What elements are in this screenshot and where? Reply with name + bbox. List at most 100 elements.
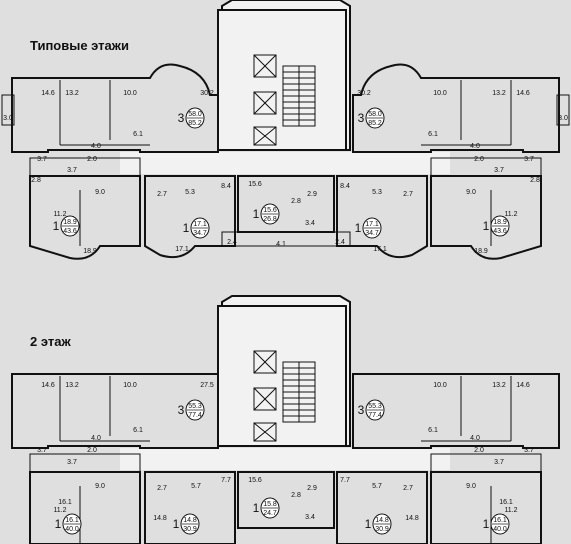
room-area: 2.8 (530, 177, 540, 184)
living-area: 18.9 (493, 219, 507, 226)
living-area: 55.3 (368, 403, 382, 410)
room-area: 3.7 (37, 447, 47, 454)
room-area: 11.2 (53, 211, 66, 218)
room-area: 2.4 (227, 239, 237, 246)
room-area: 3.0 (3, 115, 13, 122)
room-count: 1 (483, 517, 490, 531)
room-area: 3.7 (524, 447, 534, 454)
room-area: 2.7 (403, 485, 413, 492)
room-area: 2.9 (307, 191, 317, 198)
room-area: 18.9 (83, 248, 97, 255)
room-area: 2.9 (307, 485, 317, 492)
room-area: 10.0 (433, 382, 447, 389)
living-area: 15.6 (263, 207, 277, 214)
second-floor-plan (11, 295, 560, 544)
room-area: 9.0 (466, 483, 476, 490)
room-area: 18.9 (474, 248, 488, 255)
total-area: 77.4 (188, 412, 202, 419)
typical-floors-title: Типовые этажи (30, 38, 129, 53)
room-count: 1 (253, 207, 260, 221)
room-count: 1 (173, 517, 180, 531)
room-area: 4.0 (470, 143, 480, 150)
second-floor-title: 2 этаж (30, 334, 71, 349)
room-area: 10.0 (123, 90, 137, 97)
room-area: 30.2 (357, 90, 371, 97)
room-count: 3 (358, 403, 365, 417)
room-area: 2.8 (31, 177, 41, 184)
room-area: 9.0 (95, 483, 105, 490)
room-area: 5.7 (372, 483, 382, 490)
room-area: 17.1 (175, 246, 189, 253)
living-area: 15.8 (263, 501, 277, 508)
total-area: 77.4 (368, 412, 382, 419)
total-area: 26.8 (263, 216, 277, 223)
living-area: 16.1 (493, 517, 507, 524)
living-area: 58.0 (368, 111, 382, 118)
total-area: 30.9 (183, 526, 197, 533)
total-area: 85.2 (188, 120, 202, 127)
room-area: 6.1 (428, 131, 438, 138)
total-area: 85.2 (368, 120, 382, 127)
room-area: 14.8 (405, 515, 419, 522)
room-count: 1 (483, 219, 490, 233)
room-area: 3.7 (524, 156, 534, 163)
living-area: 18.9 (63, 219, 77, 226)
room-area: 8.4 (221, 183, 231, 190)
room-area: 11.2 (504, 507, 517, 514)
room-area: 6.1 (133, 131, 143, 138)
total-area: 34.7 (365, 230, 379, 237)
room-area: 14.6 (41, 382, 55, 389)
room-count: 3 (178, 403, 185, 417)
typical-floor-plan (1, 0, 570, 260)
room-area: 2.0 (474, 447, 484, 454)
total-area: 30.9 (375, 526, 389, 533)
room-area: 15.6 (248, 477, 262, 484)
room-area: 16.1 (499, 499, 513, 506)
total-area: 24.7 (263, 510, 277, 517)
room-area: 2.8 (291, 198, 301, 205)
total-area: 34.7 (193, 230, 207, 237)
room-area: 3.0 (558, 115, 568, 122)
room-count: 1 (183, 221, 190, 235)
room-area: 9.0 (95, 189, 105, 196)
living-area: 55.3 (188, 403, 202, 410)
room-area: 13.2 (492, 382, 506, 389)
room-area: 13.2 (65, 90, 79, 97)
room-labels: 14.6 13.2 10.0 30.2 3.0 6.1 4.0 3.7 3.7 2.0 2.8 9.0… (3, 90, 568, 535)
room-area: 5.7 (191, 483, 201, 490)
room-area: 2.8 (291, 492, 301, 499)
room-count: 3 (178, 111, 185, 125)
room-count: 3 (358, 111, 365, 125)
room-area: 30.2 (200, 90, 214, 97)
room-area: 3.7 (67, 459, 77, 466)
room-area: 5.3 (372, 189, 382, 196)
living-area: 16.1 (65, 517, 79, 524)
room-area: 3.7 (494, 459, 504, 466)
total-area: 43.6 (493, 228, 507, 235)
room-area: 11.2 (504, 211, 517, 218)
total-area: 43.6 (63, 228, 77, 235)
living-area: 17.1 (193, 221, 207, 228)
room-area: 4.1 (276, 241, 286, 248)
room-area: 3.7 (67, 167, 77, 174)
total-area: 40.0 (65, 526, 79, 533)
room-area: 8.4 (340, 183, 350, 190)
room-area: 5.3 (185, 189, 195, 196)
room-area: 4.0 (91, 143, 101, 150)
room-count: 1 (253, 501, 260, 515)
room-area: 7.7 (340, 477, 350, 484)
room-area: 2.0 (87, 156, 97, 163)
room-area: 6.1 (428, 427, 438, 434)
room-area: 9.0 (466, 189, 476, 196)
room-count: 1 (355, 221, 362, 235)
room-area: 14.6 (516, 382, 530, 389)
room-area: 14.8 (153, 515, 167, 522)
room-area: 3.4 (305, 220, 315, 227)
room-area: 2.7 (157, 191, 167, 198)
room-area: 14.6 (41, 90, 55, 97)
room-area: 6.1 (133, 427, 143, 434)
room-area: 3.7 (494, 167, 504, 174)
room-area: 4.0 (91, 435, 101, 442)
room-count: 1 (53, 219, 60, 233)
